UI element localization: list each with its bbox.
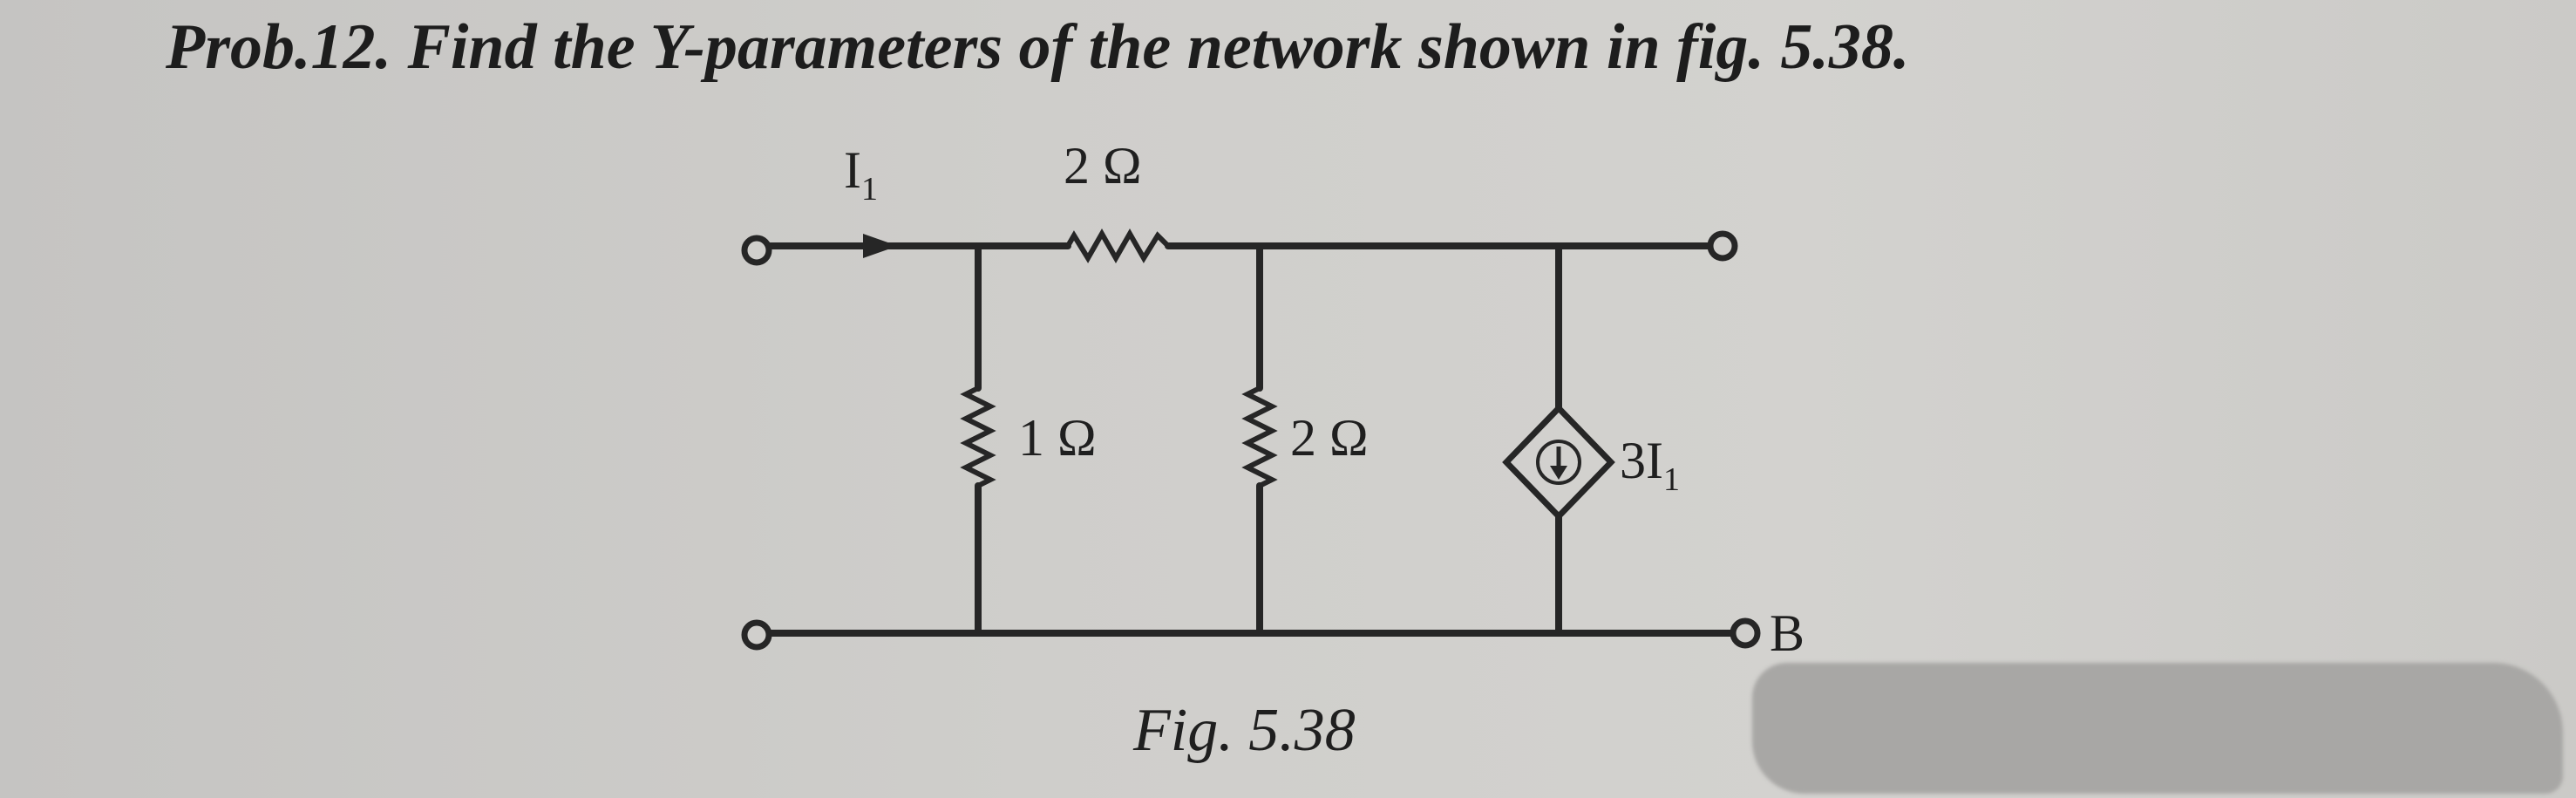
shunt-resistor-2-label: 2 Ω xyxy=(1290,409,1369,467)
current-label: I1 xyxy=(844,141,878,208)
terminal-bottom-left xyxy=(741,619,772,651)
gray-smudge xyxy=(1752,663,2563,794)
source-inner-circle xyxy=(1536,440,1581,485)
problem-title: Prob.12. Find the Y-parameters of the ne… xyxy=(166,11,1910,83)
terminal-top-left xyxy=(741,235,772,266)
shunt-resistor-1ohm xyxy=(960,385,996,488)
figure-caption: Fig. 5.38 xyxy=(1132,697,1356,764)
current-arrow xyxy=(863,234,898,258)
terminal-top-right xyxy=(1707,230,1738,262)
shunt-resistor-1-label: 1 Ω xyxy=(1018,409,1097,467)
source-arrowhead-icon xyxy=(1550,466,1567,480)
series-resistor-2ohm xyxy=(1065,228,1171,264)
shunt-resistor-2ohm xyxy=(1241,385,1278,488)
terminal-b-label: B xyxy=(1770,604,1805,662)
series-resistor-label: 2 Ω xyxy=(1064,137,1142,194)
dependent-source-label: 3I1 xyxy=(1620,432,1680,498)
terminal-bottom-right xyxy=(1730,617,1761,649)
